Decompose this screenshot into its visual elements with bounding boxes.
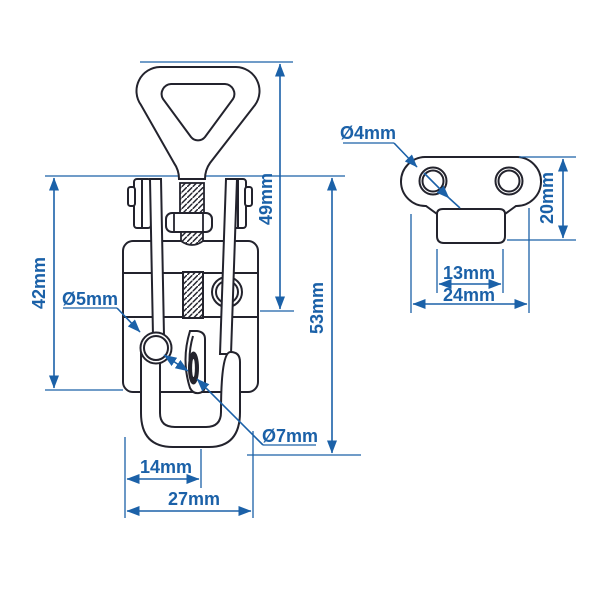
dim-label-42mm: 42mm [29, 257, 49, 309]
pivot-ring-inner [143, 335, 169, 361]
triangle-handle [135, 66, 261, 180]
dimension-layer: 42mm 49mm 53mm 20mm 14mm 27mm 13mm 24mm … [29, 63, 576, 518]
dim-label-4mm-hole: Ø4mm [340, 123, 396, 143]
dim-label-5mm-hole: Ø5mm [62, 289, 118, 309]
threaded-rod-upper [179, 182, 205, 215]
leader-d4-tail [448, 197, 461, 209]
leader-d4-b [423, 172, 450, 199]
leader-d4-a [393, 142, 418, 168]
leader-d7 [196, 378, 264, 446]
dim-label-24mm: 24mm [443, 285, 495, 305]
hook-hole-slot [192, 359, 195, 377]
bracket-right-tab [244, 186, 253, 207]
dim-label-53mm: 53mm [307, 282, 327, 334]
lever-arm-left [148, 178, 166, 337]
catch-plate-tab [436, 208, 506, 215]
dim-label-14mm: 14mm [140, 457, 192, 477]
dim-label-20mm: 20mm [537, 172, 557, 224]
leader-d5-d7-span [163, 354, 189, 372]
threaded-rod-lower [180, 231, 204, 246]
adjustment-nut [165, 212, 213, 233]
bracket-left-tab [127, 186, 136, 207]
plate-hole-right-inner [497, 169, 521, 193]
catch-plate-drawing [400, 156, 542, 244]
leader-d5 [116, 307, 141, 333]
spring-section [182, 271, 204, 319]
dim-label-13mm: 13mm [443, 263, 495, 283]
latch-drawing [122, 66, 261, 448]
dim-label-7mm-hole: Ø7mm [262, 426, 318, 446]
dim-label-49mm: 49mm [256, 173, 276, 225]
dim-label-27mm: 27mm [168, 489, 220, 509]
catch-plate-outline [400, 156, 542, 244]
